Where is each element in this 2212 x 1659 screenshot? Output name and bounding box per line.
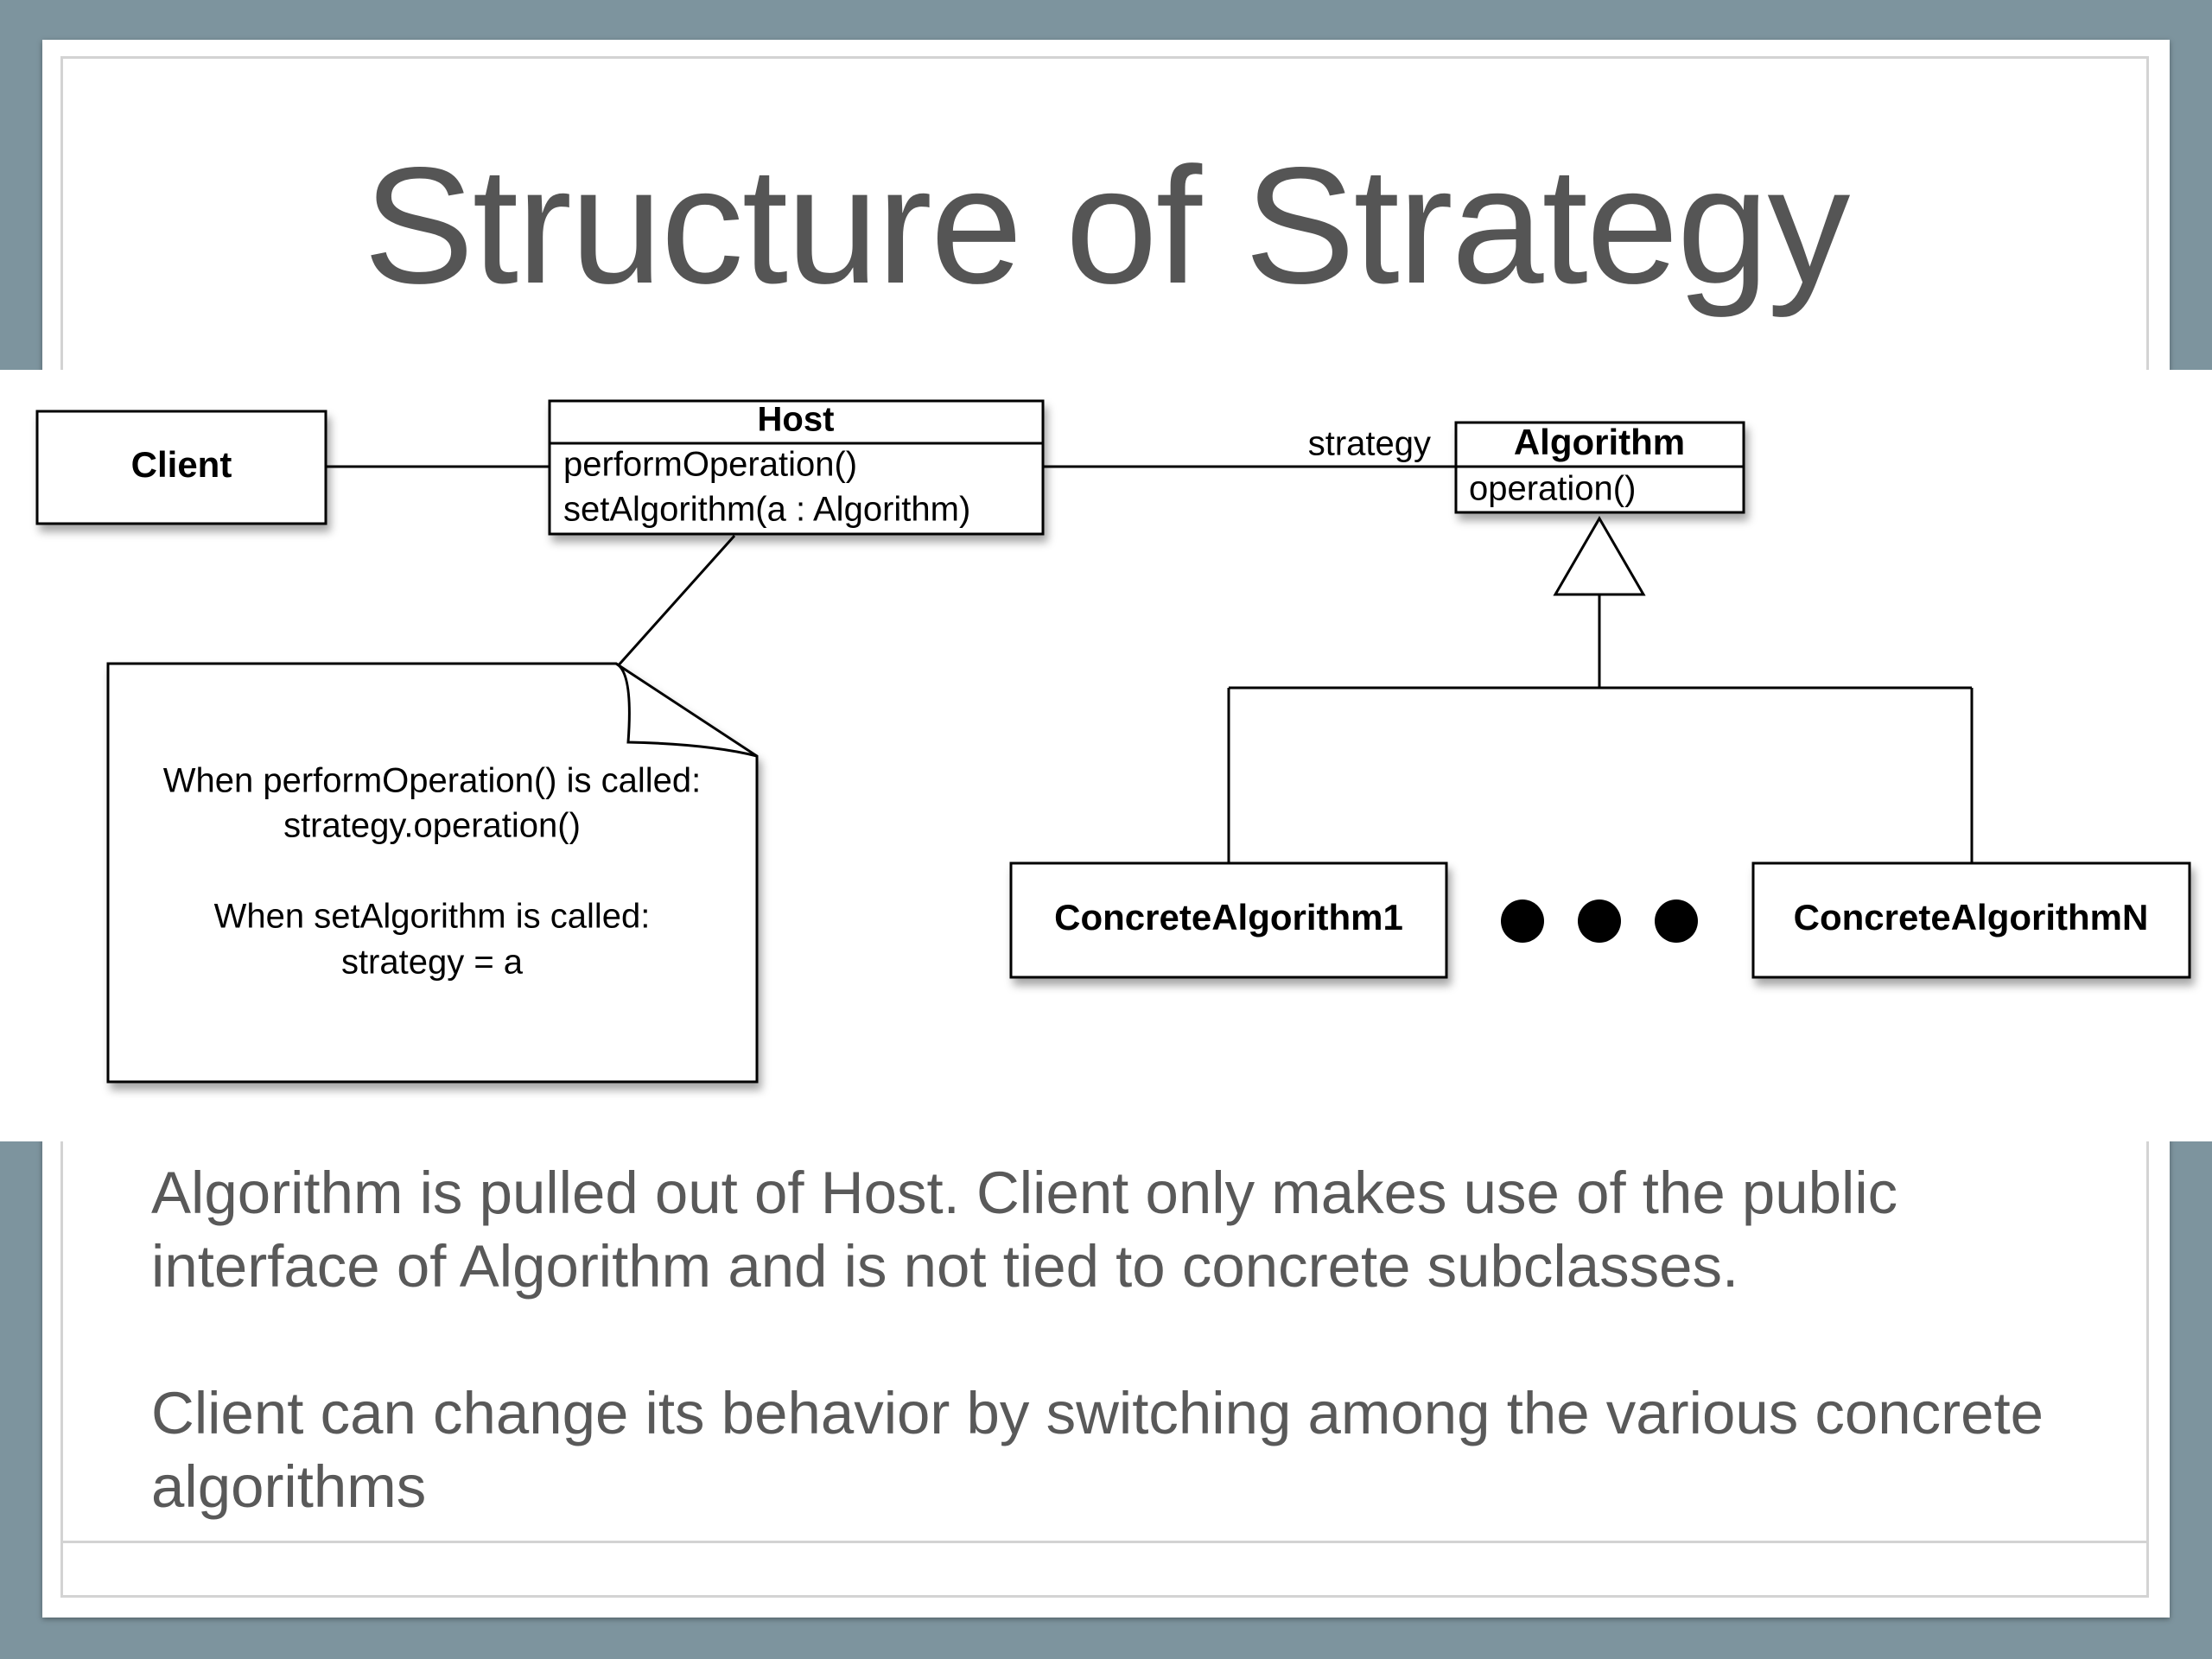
ellipsis-dot	[1655, 899, 1698, 943]
inheritance-triangle	[1553, 516, 1646, 596]
uml-diagram: Client Host performOperation() setAlgori…	[0, 370, 2212, 1141]
host-method: performOperation()	[563, 446, 857, 484]
footer-divider	[60, 1541, 2149, 1543]
host-class-name: Host	[758, 401, 835, 439]
host-method: setAlgorithm(a : Algorithm)	[563, 491, 970, 529]
body-paragraph: Algorithm is pulled out of Host. Client …	[151, 1160, 1898, 1300]
algorithm-method: operation()	[1469, 470, 1636, 508]
concrete-algorithm-n-name: ConcreteAlgorithmN	[1794, 897, 2149, 938]
concrete-algorithm-1-name: ConcreteAlgorithm1	[1054, 897, 1403, 938]
slide-title: Structure of Strategy	[363, 132, 1851, 318]
note	[106, 662, 759, 1084]
note-line: When setAlgorithm is called:	[214, 898, 651, 936]
note-line: strategy.operation()	[283, 807, 581, 845]
note-line: When performOperation() is called:	[163, 762, 701, 800]
ellipsis-dot	[1578, 899, 1621, 943]
body-paragraph: Client can change its behavior by switch…	[151, 1380, 2044, 1520]
uml-diagram-svg: Client Host performOperation() setAlgori…	[35, 399, 2191, 1084]
ellipsis-dot	[1501, 899, 1544, 943]
slide-body: Algorithm is pulled out of Host. Client …	[151, 1156, 2139, 1523]
concrete-algorithm-1	[1009, 861, 1448, 979]
client-class-name: Client	[131, 444, 232, 485]
algorithm-name: Algorithm	[1514, 422, 1685, 462]
note-line: strategy = a	[341, 944, 524, 982]
client-class	[35, 410, 327, 525]
paragraph-spacer	[151, 1303, 2139, 1376]
note-fold	[615, 662, 758, 758]
association-role-label: strategy	[1308, 425, 1431, 463]
note-anchor-line	[614, 534, 736, 670]
concrete-algorithm-n	[1751, 861, 2191, 979]
host-class	[548, 399, 1045, 536]
